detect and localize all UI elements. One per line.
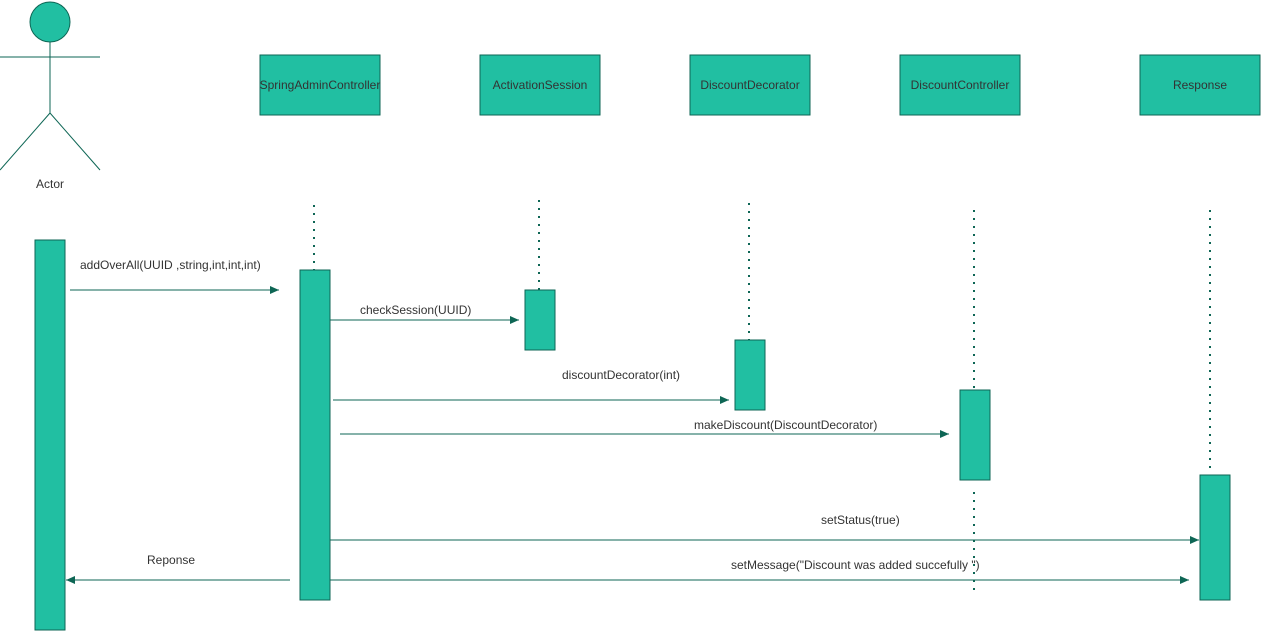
activation-spring	[299, 269, 331, 601]
participant-box	[259, 54, 381, 116]
message-label-make-discount: makeDiscount(DiscountDecorator)	[694, 418, 877, 432]
message-arrows	[66, 286, 1199, 584]
participant-box	[689, 54, 811, 116]
participant-response: Response	[1139, 54, 1261, 116]
message-label-discount-decorator: discountDecorator(int)	[562, 368, 680, 382]
actor-left-leg	[0, 112, 51, 171]
participant-box	[1139, 54, 1261, 116]
message-label-add-over-all: addOverAll(UUID ,string,int,int,int)	[80, 258, 261, 272]
actor-head	[29, 1, 71, 43]
participant-box	[899, 54, 1021, 116]
participant-label: Response	[1173, 78, 1227, 92]
actor-right-leg	[49, 112, 101, 171]
participant-decorator: DiscountDecorator	[689, 54, 811, 116]
participant-label: DiscountController	[911, 78, 1010, 92]
participant-session: ActivationSession	[479, 54, 601, 116]
message-label-check-session: checkSession(UUID)	[360, 303, 471, 317]
message-label-set-message: setMessage("Discount was added succefull…	[731, 558, 980, 572]
message-label-set-status: setStatus(true)	[821, 513, 900, 527]
message-label-reponse: Reponse	[147, 553, 195, 567]
activation-actor	[34, 239, 66, 631]
activation-session	[524, 289, 556, 351]
participant-label: DiscountDecorator	[700, 78, 799, 92]
actor-label: Actor	[36, 177, 64, 191]
lifelines	[313, 200, 1211, 592]
activation-response	[1199, 474, 1231, 601]
participant-controller: DiscountController	[899, 54, 1021, 116]
actor: Actor	[0, 1, 101, 191]
participant-spring: SpringAdminController	[259, 54, 381, 116]
activation-controller	[959, 389, 991, 481]
participant-label: SpringAdminController	[260, 78, 381, 92]
participant-box	[479, 54, 601, 116]
activation-decorator	[734, 339, 766, 411]
participant-label: ActivationSession	[493, 78, 588, 92]
